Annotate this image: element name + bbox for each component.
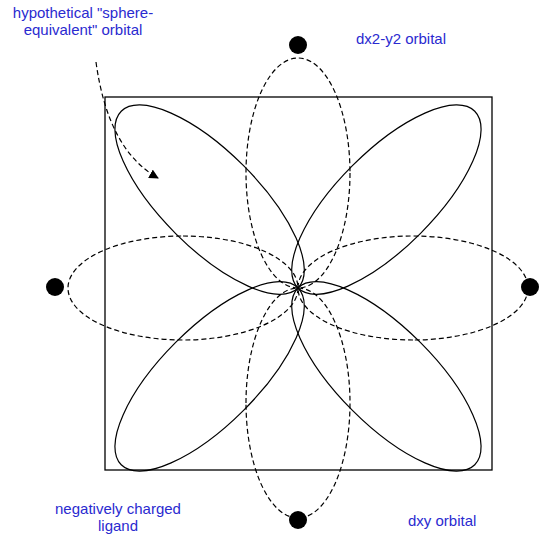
dxy-lobe bbox=[87, 77, 332, 322]
diagram-label: dx2-y2 orbital bbox=[356, 30, 506, 47]
diagram-label: dxy orbital bbox=[408, 512, 528, 529]
ligand-dot bbox=[289, 511, 307, 529]
dx2-y2-lobe bbox=[68, 236, 298, 340]
diagram-label: hypothetical "sphere-equivalent" orbital bbox=[8, 4, 158, 38]
dx2-y2-lobe bbox=[246, 58, 350, 288]
dxy-lobes bbox=[87, 77, 508, 498]
diagram-label: negatively charged ligand bbox=[38, 500, 198, 534]
dx2-y2-lobe bbox=[246, 288, 350, 518]
ligand-dot bbox=[289, 36, 307, 54]
dx2-y2-lobes bbox=[68, 58, 528, 518]
ligand-dot bbox=[46, 278, 64, 296]
ligands bbox=[46, 36, 539, 529]
dx2-y2-lobe bbox=[298, 236, 528, 340]
ligand-dot bbox=[521, 278, 539, 296]
leader-arrow bbox=[96, 62, 158, 178]
